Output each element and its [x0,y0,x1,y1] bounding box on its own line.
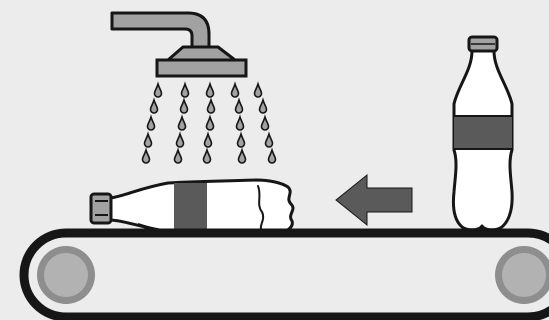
conveyor-roller-left [37,246,95,304]
conveyor-belt-icon [24,233,549,317]
